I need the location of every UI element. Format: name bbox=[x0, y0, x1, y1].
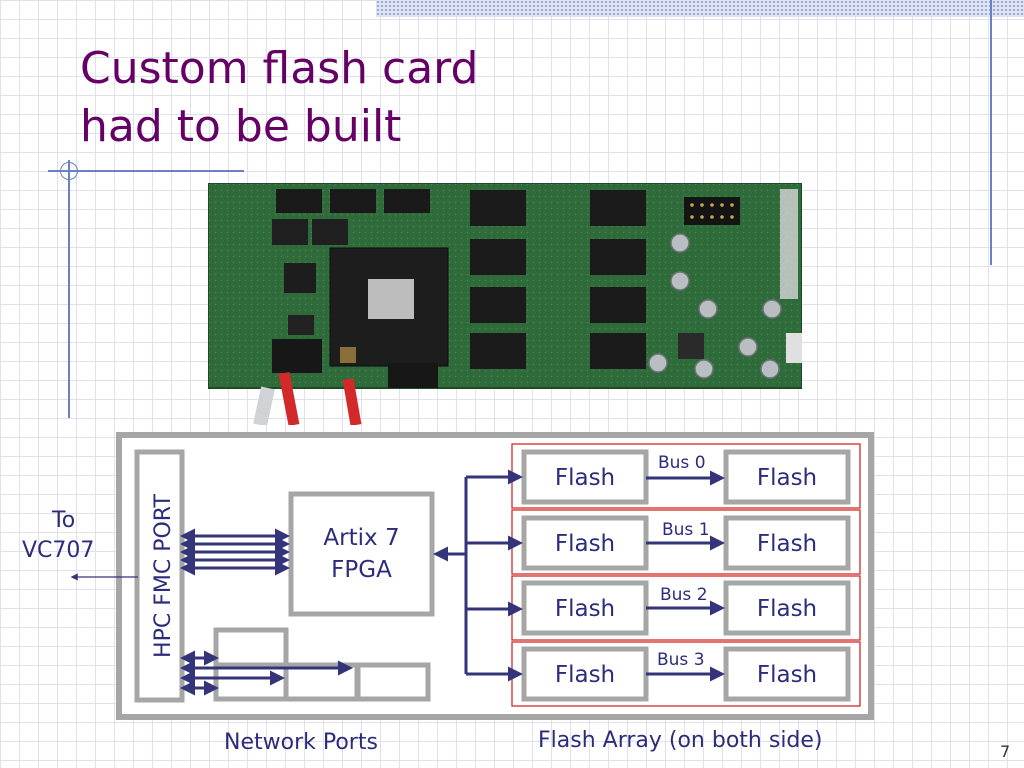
network-port-2 bbox=[213, 662, 289, 702]
flash-label: Flash bbox=[756, 662, 818, 688]
deco-vertical-line bbox=[68, 160, 70, 418]
fpga-label: Artix 7 FPGA bbox=[291, 494, 432, 614]
flash-label: Flash bbox=[756, 465, 818, 491]
bus-3-label: Bus 3 bbox=[657, 650, 705, 670]
flash-label: Flash bbox=[756, 531, 818, 557]
fpga-label-line2: FPGA bbox=[331, 557, 392, 583]
to-label-line2: VC707 bbox=[22, 538, 95, 563]
flash-chip-1-right bbox=[723, 515, 851, 571]
flash-chip-0-right bbox=[723, 449, 851, 505]
bus-1-label: Bus 1 bbox=[662, 520, 710, 540]
deco-circle bbox=[60, 162, 78, 180]
page-number: 7 bbox=[1000, 742, 1011, 761]
title-line-2: had to be built bbox=[80, 101, 402, 152]
deco-right-vertical-line bbox=[990, 0, 992, 265]
to-label-line1: To bbox=[52, 508, 76, 533]
fmc-port-block bbox=[134, 449, 185, 703]
bus-2-label: Bus 2 bbox=[660, 585, 708, 605]
slide-title: Custom flash card had to be built bbox=[80, 40, 478, 156]
network-port-3 bbox=[283, 662, 360, 702]
flash-label: Flash bbox=[554, 465, 616, 491]
fpga-label-line1: Artix 7 bbox=[323, 525, 400, 551]
bus-0-label: Bus 0 bbox=[658, 453, 706, 473]
network-port-1 bbox=[213, 627, 289, 670]
title-line-1: Custom flash card bbox=[80, 43, 479, 94]
flash-card-photo bbox=[207, 182, 803, 427]
flash-chip-2-right bbox=[723, 580, 851, 636]
deco-horizontal-line bbox=[48, 170, 244, 172]
flash-label: Flash bbox=[756, 596, 818, 622]
network-ports-label: Network Ports bbox=[224, 730, 378, 755]
flash-array-label: Flash Array (on both side) bbox=[538, 728, 823, 753]
flash-label: Flash bbox=[554, 596, 616, 622]
header-dotted-strip bbox=[376, 0, 1024, 17]
fpga-block bbox=[288, 491, 435, 617]
fmc-port-label: HPC FMC PORT bbox=[151, 494, 176, 658]
flash-label: Flash bbox=[554, 662, 616, 688]
flash-label: Flash bbox=[554, 531, 616, 557]
flash-chip-3-right bbox=[723, 646, 851, 702]
network-port-4 bbox=[355, 662, 431, 702]
